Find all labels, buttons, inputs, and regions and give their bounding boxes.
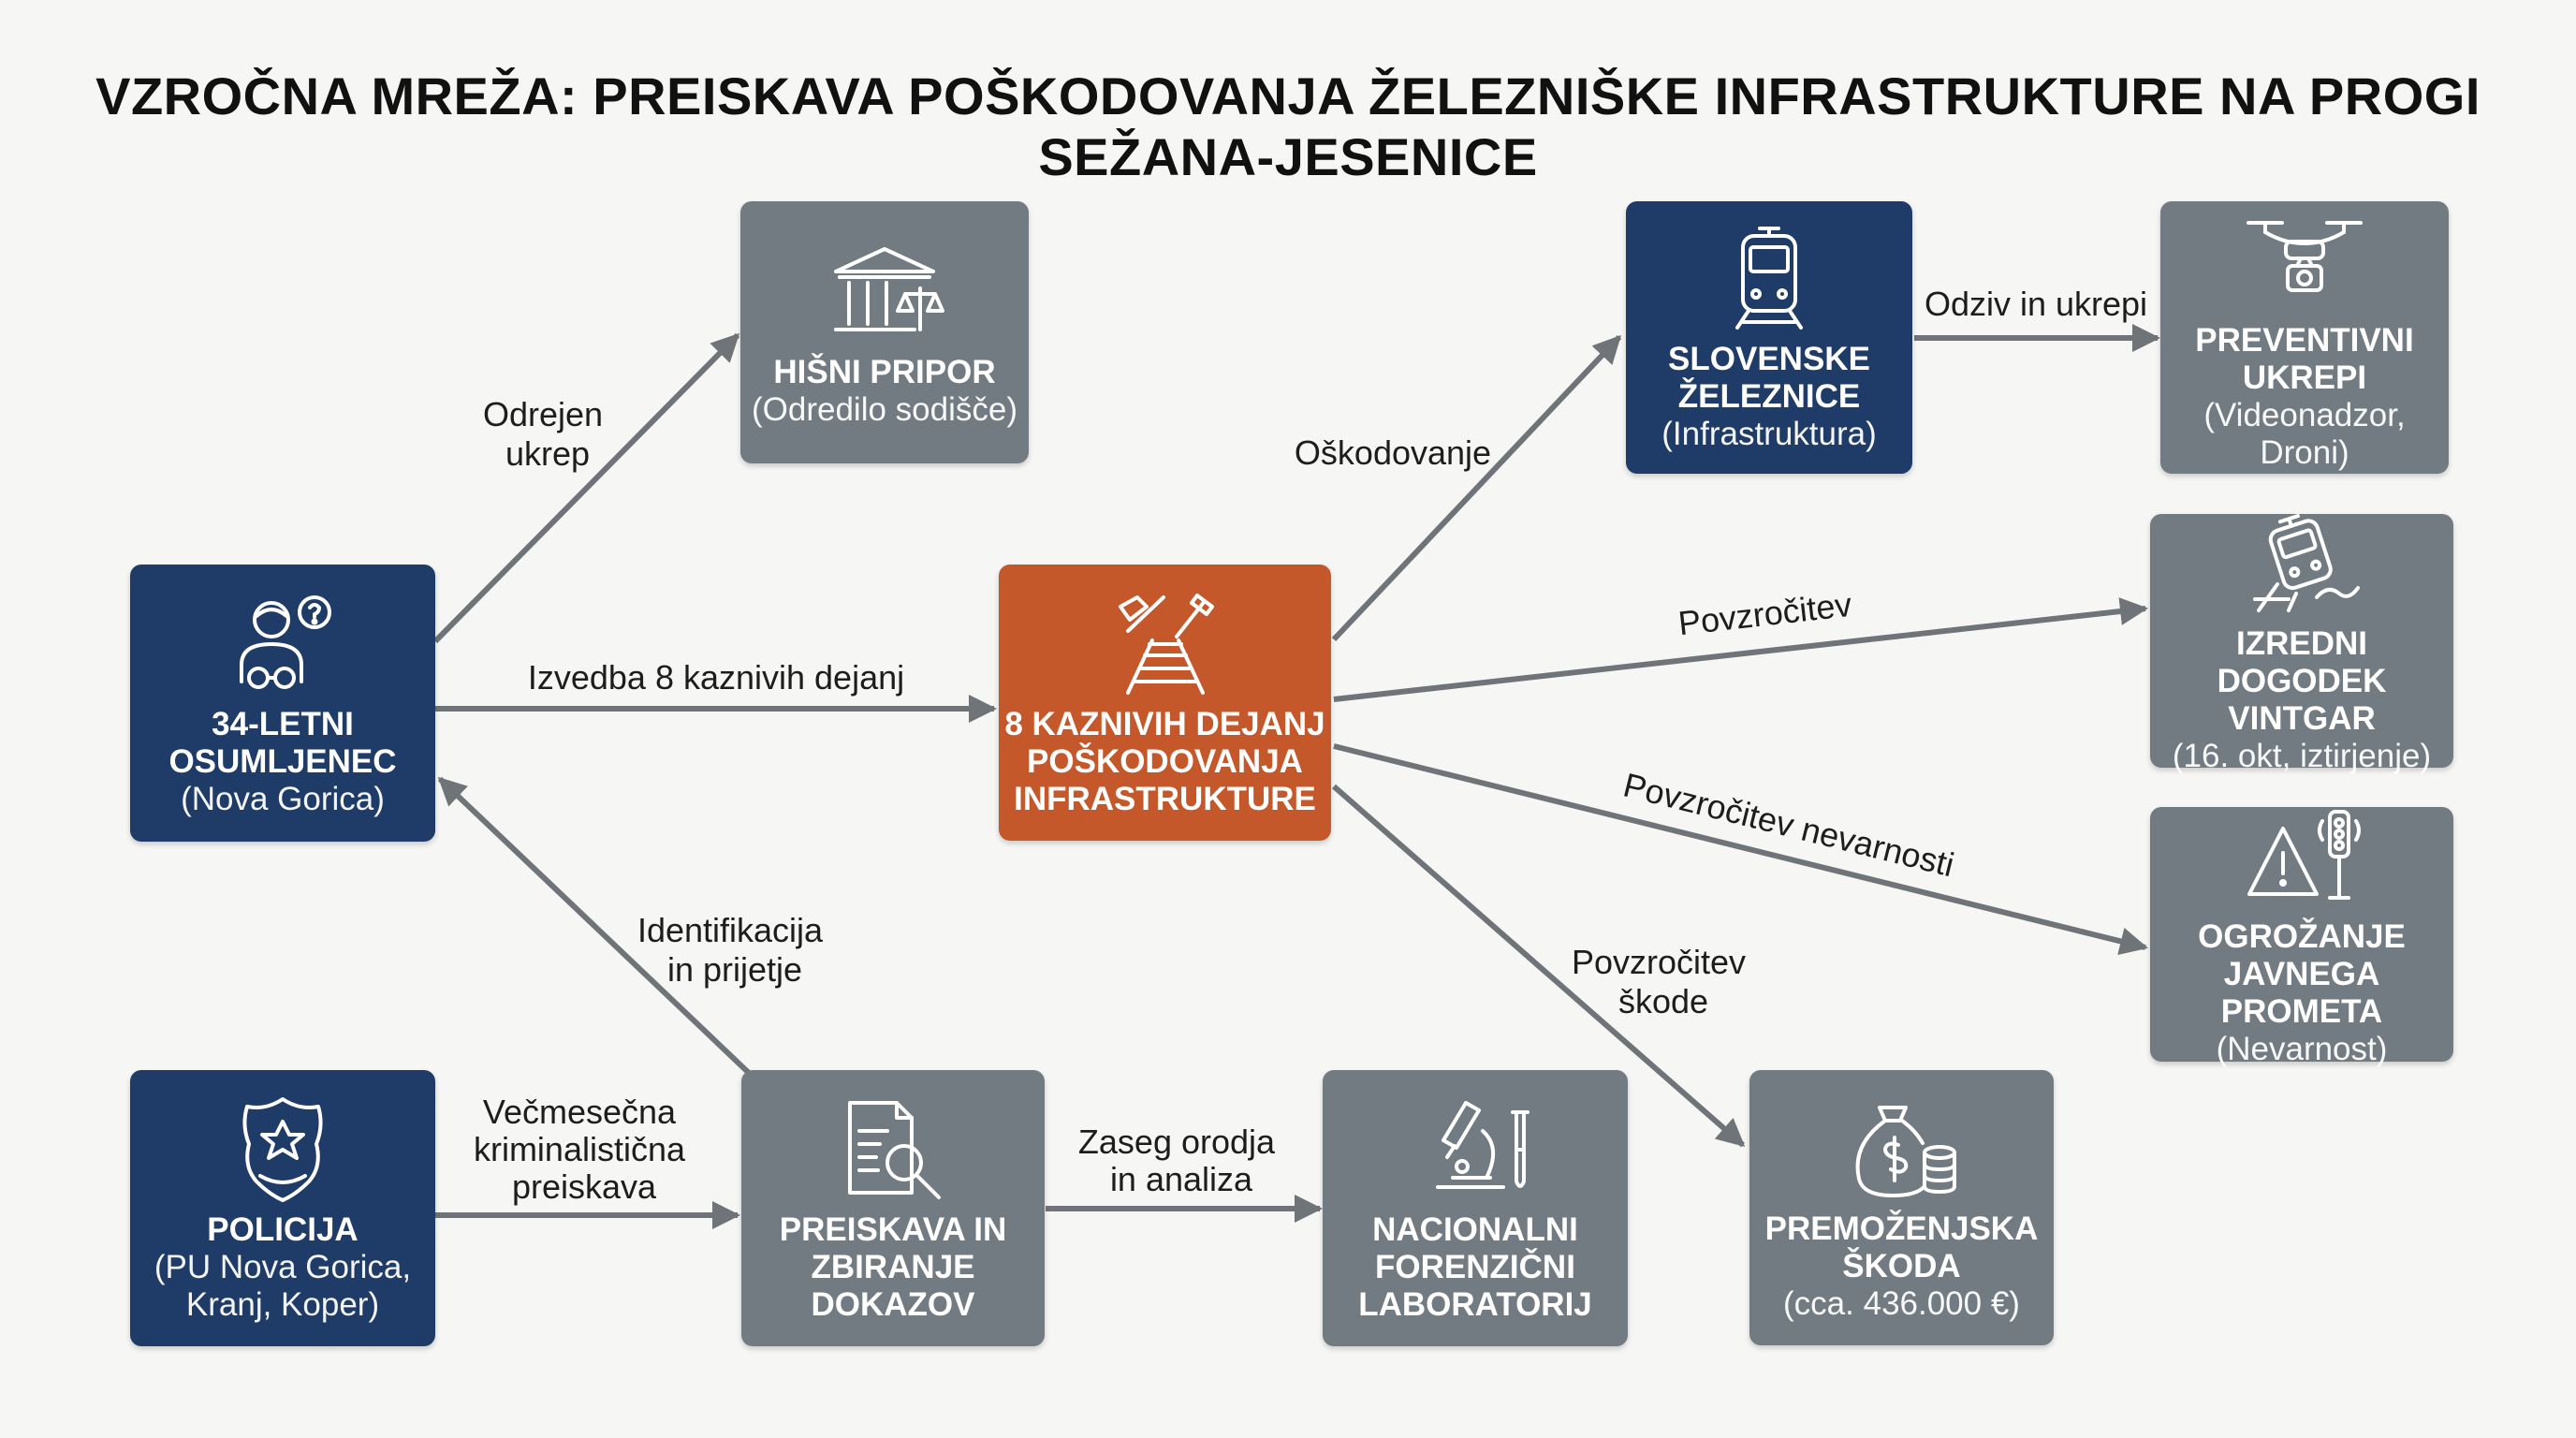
edge-label-line: Večmesečna xyxy=(483,1093,677,1131)
node-railways: SLOVENSKE ŽELEZNICE (Infrastruktura) xyxy=(1626,201,1912,474)
node-house-arrest-title: HIŠNI PRIPOR xyxy=(773,354,996,390)
police-badge-icon xyxy=(217,1093,348,1206)
edge-label-police-investigation: Večmesečna kriminalistična preiskava xyxy=(474,1093,695,1206)
edge-label-crimes-danger: Povzročitev nevarnosti xyxy=(1619,765,1957,884)
node-investigation: PREISKAVA IN ZBIRANJE DOKAZOV xyxy=(741,1070,1045,1346)
node-damage-title: PREMOŽENJSKA ŠKODA xyxy=(1764,1211,2039,1284)
node-suspect-subtitle: (Nova Gorica) xyxy=(181,781,385,817)
edge-crimes-to-vintgar xyxy=(1333,597,2148,702)
edge-label-crimes-railways: Oškodovanje xyxy=(1295,433,1491,472)
node-danger: OGROŽANJE JAVNEGA PROMETA (Nevarnost) xyxy=(2150,807,2453,1067)
node-police-title: POLICIJA xyxy=(207,1211,359,1248)
node-vintgar-title: IZREDNI DOGODEK VINTGAR xyxy=(2217,624,2387,737)
node-damage: PREMOŽENJSKA ŠKODA (cca. 436.000 €) xyxy=(1749,1070,2054,1345)
edge-label-line: ukrep xyxy=(505,434,590,473)
edge-label-line: Zaseg orodja xyxy=(1078,1123,1276,1161)
node-lab-title: NACIONALNI FORENZIČNI LABORATORIJ xyxy=(1358,1211,1592,1323)
edge-crimes-to-danger xyxy=(1333,743,2148,956)
edge-label-line: Povzročitev xyxy=(1572,943,1746,981)
node-house-arrest-subtitle: (Odredilo sodišče) xyxy=(752,391,1017,428)
edge-label-line: kriminalistična xyxy=(474,1130,686,1168)
edge-label-investigation-lab: Zaseg orodja in analiza xyxy=(1078,1123,1284,1198)
money-bag-coins-icon xyxy=(1837,1093,1968,1205)
edge-label-investigation-suspect: Identifikacija in prijetje xyxy=(637,911,832,989)
drone-camera-icon xyxy=(2239,204,2370,316)
node-danger-subtitle: (Nevarnost) xyxy=(2216,1031,2388,1067)
edge-crimes-to-damage xyxy=(1332,784,1746,1148)
node-crimes-title: 8 KAZNIVIH DEJANJ POŠKODOVANJA INFRASTRU… xyxy=(1004,705,1325,817)
edge-label-line: in prijetje xyxy=(667,950,802,989)
node-suspect: 34-LETNI OSUMLJENEC (Nova Gorica) xyxy=(130,565,435,842)
edge-investigation-to-suspect xyxy=(437,776,752,1076)
node-vintgar-subtitle: (16. okt, iztirjenje) xyxy=(2172,737,2432,774)
edge-label-line: škode xyxy=(1618,982,1708,1020)
node-investigation-title: PREISKAVA IN ZBIRANJE DOKAZOV xyxy=(779,1211,1007,1323)
edge-label-suspect-crimes: Izvedba 8 kaznivih dejanj xyxy=(528,658,904,697)
microscope-testtube-icon xyxy=(1410,1093,1541,1206)
node-vintgar: IZREDNI DOGODEK VINTGAR (16. okt, iztirj… xyxy=(2150,513,2453,774)
train-icon xyxy=(1704,223,1835,335)
node-preventive-subtitle: (Videonadzor, Droni) xyxy=(2203,396,2406,471)
edge-label-line: in analiza xyxy=(1110,1160,1253,1198)
node-crimes: 8 KAZNIVIH DEJANJ POŠKODOVANJA INFRASTRU… xyxy=(999,565,1331,841)
node-police-subtitle: (PU Nova Gorica, Kranj, Koper) xyxy=(154,1248,412,1323)
edge-crimes-to-railways xyxy=(1331,334,1622,642)
node-preventive-title: PREVENTIVNI UKREPI xyxy=(2195,321,2414,396)
edge-label-line: preiskava xyxy=(512,1167,657,1206)
suspect-handcuffs-icon xyxy=(217,588,348,700)
edge-label-line: Odrejen xyxy=(483,395,603,433)
node-police: POLICIJA (PU Nova Gorica, Kranj, Koper) xyxy=(130,1070,435,1346)
edge-suspect-to-house-arrest xyxy=(432,332,740,644)
edge-label-suspect-house: Odrejen ukrep xyxy=(483,395,612,473)
warning-signal-icon xyxy=(2236,800,2367,913)
node-danger-title: OGROŽANJE JAVNEGA PROMETA xyxy=(2198,918,2406,1030)
node-suspect-title: 34-LETNI OSUMLJENEC xyxy=(168,706,397,780)
node-lab: NACIONALNI FORENZIČNI LABORATORIJ xyxy=(1323,1070,1628,1346)
node-preventive: PREVENTIVNI UKREPI (Videonadzor, Droni) xyxy=(2160,201,2449,474)
hammer-rail-track-icon xyxy=(1100,588,1231,700)
page-title: VZROČNA MREŽA: PREISKAVA POŠKODOVANJA ŽE… xyxy=(95,66,2481,186)
node-damage-subtitle: (cca. 436.000 €) xyxy=(1783,1285,2020,1322)
node-railways-title: SLOVENSKE ŽELEZNICE xyxy=(1668,340,1870,415)
edge-label-line: Identifikacija xyxy=(637,911,824,949)
edge-label-railways-preventive: Odziv in ukrepi xyxy=(1925,285,2147,323)
node-railways-subtitle: (Infrastruktura) xyxy=(1661,415,1877,452)
edge-label-crimes-vintgar: Povzročitev xyxy=(1676,585,1853,642)
edge-label-crimes-damage: Povzročitev škode xyxy=(1572,943,1755,1020)
derailed-train-icon xyxy=(2236,507,2367,620)
courthouse-scales-icon xyxy=(819,236,950,348)
node-house-arrest: HIŠNI PRIPOR (Odredilo sodišče) xyxy=(740,201,1029,463)
document-magnifier-icon xyxy=(827,1093,959,1206)
